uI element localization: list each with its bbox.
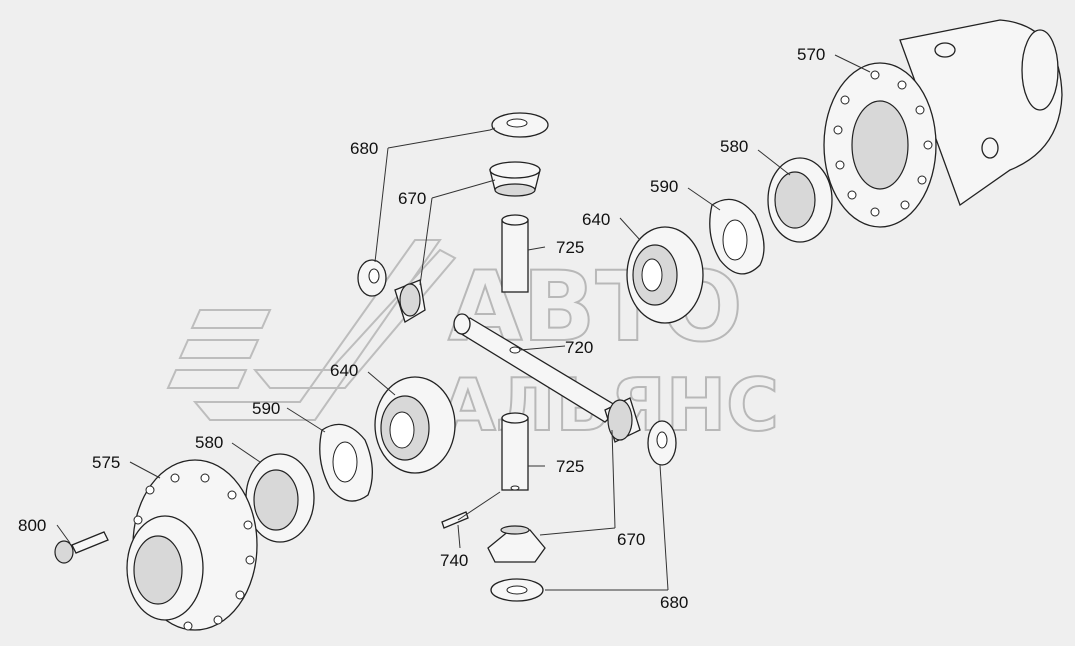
label-670-left: 670 <box>398 189 426 208</box>
label-575: 575 <box>92 453 120 472</box>
part-580-ring-right <box>767 157 833 243</box>
part-670-pinion-left <box>394 279 426 323</box>
leader-lines <box>56 54 871 591</box>
part-670-pinion-bottom <box>487 525 546 563</box>
label-725-bottom: 725 <box>556 457 584 476</box>
part-590-shim-right <box>709 198 765 275</box>
label-680-bottom: 680 <box>660 593 688 612</box>
part-680-washer-mid <box>647 420 677 466</box>
part-680-washer-bottom <box>490 578 544 602</box>
part-725-pin-top <box>501 214 529 293</box>
part-575-cover <box>126 459 258 631</box>
label-800: 800 <box>18 516 46 535</box>
label-580-left: 580 <box>195 433 223 452</box>
part-725-pin-bottom <box>501 412 529 491</box>
part-680-washer-top <box>491 112 549 138</box>
label-680-left: 680 <box>350 139 378 158</box>
label-740: 740 <box>440 551 468 570</box>
label-590-left: 590 <box>252 399 280 418</box>
part-670-pinion-mid <box>604 397 641 443</box>
label-670-bottom: 670 <box>617 530 645 549</box>
part-590-shim-left <box>319 423 373 502</box>
watermark-chevron-icon <box>166 239 457 421</box>
label-640-right: 640 <box>582 210 610 229</box>
label-580-right: 580 <box>720 137 748 156</box>
label-720: 720 <box>565 338 593 357</box>
part-640-gear-left <box>374 376 456 474</box>
watermark-logo: АВТО АЛЬЯНС <box>166 239 780 448</box>
part-640-gear-right <box>626 226 704 324</box>
label-640-left: 640 <box>330 361 358 380</box>
label-570: 570 <box>797 45 825 64</box>
label-725-top: 725 <box>556 238 584 257</box>
part-740-roll-pin <box>441 511 469 529</box>
part-570-housing <box>823 19 1063 228</box>
part-580-ring-left <box>245 453 315 543</box>
part-800-bolt <box>54 531 109 564</box>
part-680-washer-left <box>357 259 387 297</box>
part-670-pinion-top <box>489 161 541 197</box>
part-labels: 570 580 590 640 725 720 680 670 640 590 … <box>18 45 825 612</box>
label-590-right: 590 <box>650 177 678 196</box>
part-720-cross-shaft <box>453 313 622 423</box>
